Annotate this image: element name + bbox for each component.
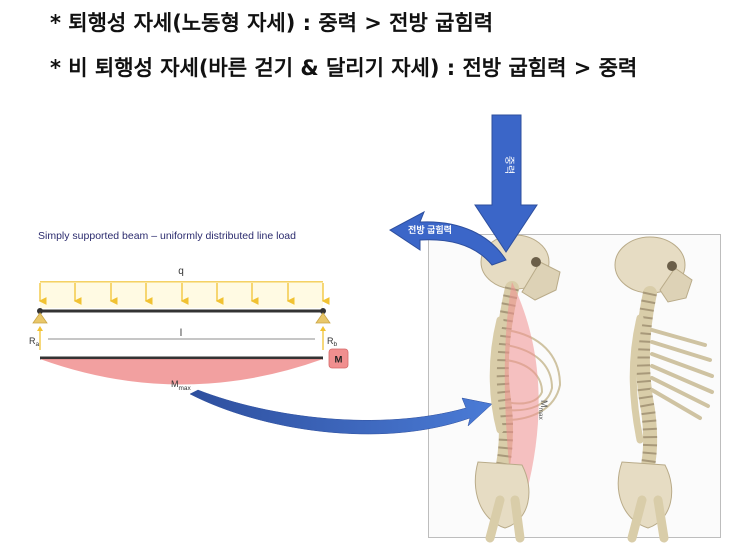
gravity-label: 중력 — [503, 156, 515, 174]
right-reaction-label: Rb — [327, 336, 338, 348]
right-support — [315, 312, 331, 324]
moment-legend-box — [328, 348, 349, 369]
forward-bending-arrow: 전방 굽힘력 — [389, 210, 507, 266]
load-arrows — [38, 283, 330, 305]
skeleton-left: Mmax — [474, 234, 562, 543]
gravity-arrow: 중력 — [474, 114, 538, 253]
load-label-q: q — [178, 266, 184, 277]
length-label-l: l — [180, 328, 182, 339]
title-non-degenerative-posture: * 비 퇴행성 자세(바른 걷기 & 달리기 자세) : 전방 굽힘력 > 중력 — [50, 56, 638, 80]
moment-parabola — [40, 359, 323, 385]
left-reaction-label: Ra — [29, 336, 40, 348]
right-pin — [320, 308, 326, 314]
mmax-label: Mmax — [171, 379, 192, 392]
beam-caption: Simply supported beam – uniformly distri… — [38, 230, 296, 242]
title-degenerative-posture: * 퇴행성 자세(노동형 자세) : 중력 > 전방 굽힘력 — [50, 11, 494, 35]
spine-mmax-label: Mmax — [537, 400, 549, 421]
skeleton-right — [614, 236, 714, 543]
beam-diagram: q Ra Rb l M Mmax — [29, 266, 349, 392]
forward-bending-label: 전방 굽힘력 — [408, 224, 452, 235]
connector-arrow — [189, 389, 493, 435]
moment-legend-label: M — [335, 355, 343, 366]
left-pin — [37, 308, 43, 314]
left-support — [32, 312, 48, 324]
